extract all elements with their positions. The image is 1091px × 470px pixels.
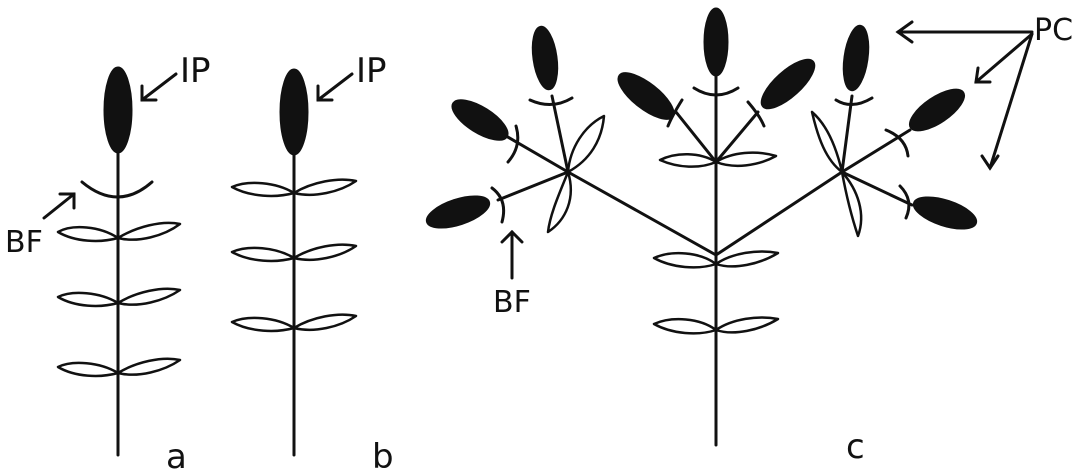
panel-c-left-branch [568,172,716,255]
panel-c: BF PC c [423,8,1073,467]
panel-a-ip-label: IP [180,51,211,91]
panel-c-left-pod-top [529,25,562,92]
panel-b-ip-arrow [318,74,352,100]
panel-b-label: b [372,437,394,470]
panel-b-inflorescence [280,69,308,155]
panel-c-left-pod-mid [446,92,514,148]
panel-c-bf-label: BF [493,285,531,320]
panel-c-right-pod-top [840,24,873,93]
panel-c-pc-label: PC [1034,13,1073,48]
panel-a: IP BF a [5,51,211,470]
panel-a-inflorescence [104,67,132,153]
panel-a-bf-arrow [44,194,74,218]
panel-c-left-cluster [423,25,604,235]
panel-b: IP b [232,51,394,470]
panel-c-right-pod-mid [903,81,971,138]
panel-c-center-pod-right [754,52,822,117]
panel-a-label: a [166,437,187,470]
panel-c-left-pod-low [423,189,494,234]
panel-c-bf-arrow [502,232,522,278]
panel-a-ip-arrow [142,74,176,100]
panel-b-ip-label: IP [356,51,387,91]
panel-c-center-pod-top [704,8,728,76]
panel-c-right-pod-low [910,190,981,235]
panel-a-bf-label: BF [5,225,43,260]
panel-c-right-cluster [812,24,980,236]
panel-c-label: c [846,427,865,467]
panel-c-right-branch [716,172,842,255]
